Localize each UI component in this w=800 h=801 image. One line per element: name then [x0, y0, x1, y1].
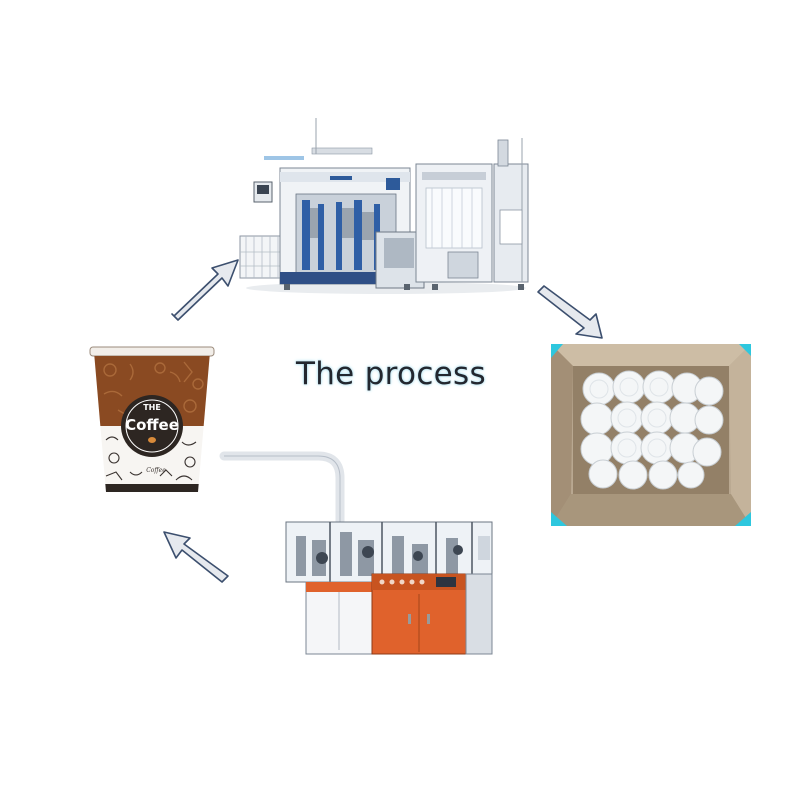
arrow-cup-to-top-machine	[171, 259, 239, 321]
box-image	[551, 344, 751, 526]
cup-small-text: Coffee	[146, 467, 166, 474]
arrow-top-machine-to-box	[537, 285, 603, 339]
cup-brand-text: Coffee	[125, 416, 179, 434]
diagram-title: The process	[296, 356, 486, 392]
arrow-cup-machine-to-cup	[163, 531, 229, 583]
cup-machine-image	[219, 451, 493, 655]
cup-stacks	[580, 370, 724, 490]
coffee-bean-icon	[148, 437, 156, 443]
cup-top-text: THE	[143, 403, 161, 412]
coffee-cup-image: THE Coffee Coffee	[89, 346, 215, 492]
top-machine-image	[239, 118, 529, 294]
